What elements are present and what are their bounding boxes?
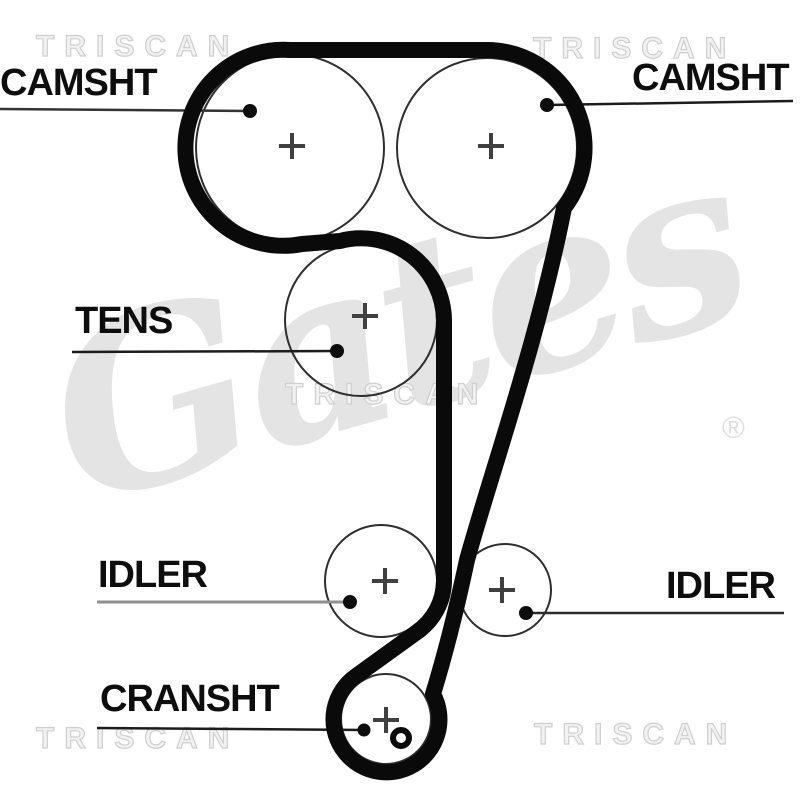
- label-tensioner: TENS: [75, 300, 173, 342]
- camshaft-left-crosshair: [279, 133, 305, 159]
- tensioner-leader-line: [71, 349, 338, 354]
- camshaft-right-leader-dot: [540, 98, 554, 112]
- idler-left-crosshair: [372, 568, 398, 594]
- triscan-watermark-top-right: TRISCAN: [532, 31, 737, 65]
- label-idler-left: IDLER: [98, 554, 208, 596]
- camshaft-right-leader-line: [546, 99, 794, 107]
- label-camshaft-left: CAMSHT: [0, 62, 158, 104]
- triscan-watermark-top-left: TRISCAN: [35, 29, 240, 63]
- label-idler-right: IDLER: [666, 565, 776, 607]
- crankshaft-key-marker-icon: [390, 727, 412, 749]
- camshaft-right-crosshair: [478, 133, 504, 159]
- idler-right-leader-dot: [519, 606, 533, 620]
- registered-trademark-icon: ®: [722, 410, 745, 445]
- camshaft-left-leader-dot: [243, 104, 257, 118]
- idler-left-leader-dot: [343, 595, 357, 609]
- idler-right-crosshair: [489, 577, 515, 603]
- camshaft-left-leader-line: [0, 107, 251, 113]
- label-crankshaft: CRANSHT: [100, 678, 280, 720]
- tensioner-crosshair: [352, 303, 378, 329]
- tensioner-leader-dot: [330, 344, 344, 358]
- timing-belt: [177, 41, 593, 781]
- label-camshaft-right: CAMSHT: [632, 57, 790, 99]
- triscan-watermark-bottom-right: TRISCAN: [533, 717, 738, 751]
- crankshaft-crosshair: [373, 707, 399, 733]
- crankshaft-leader-dot: [357, 723, 371, 737]
- crankshaft-leader-line: [96, 726, 365, 732]
